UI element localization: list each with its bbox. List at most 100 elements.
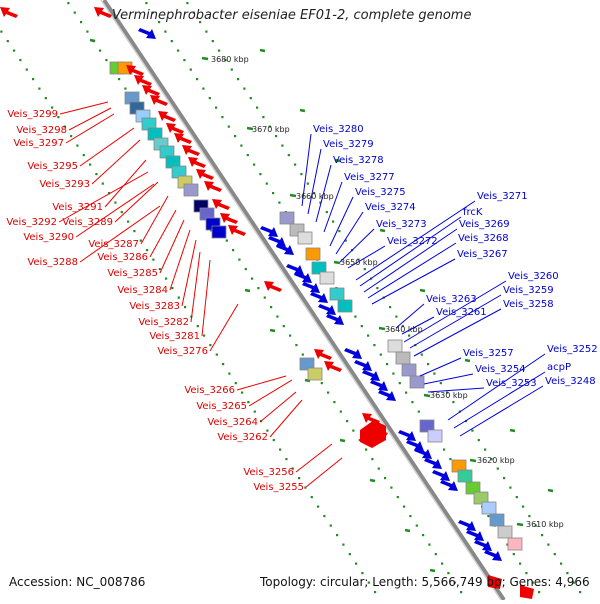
gene-label-right[interactable]: Veis_3279 (323, 139, 374, 150)
gene-label-right[interactable]: Veis_3275 (355, 187, 406, 198)
gene-label-right[interactable]: Veis_3267 (457, 249, 508, 260)
track-dot (405, 391, 408, 394)
gene-label-right[interactable]: Veis_3277 (344, 172, 395, 183)
gene-label-left[interactable]: Veis_3266 (184, 385, 235, 396)
scale-tick (464, 358, 471, 363)
gene-label-left[interactable]: Veis_3265 (196, 401, 247, 412)
leader-line (423, 373, 474, 385)
track-dot (265, 182, 268, 185)
scale-tick (516, 522, 524, 527)
feature-tile (473, 491, 489, 505)
reverse-gene-arrow (142, 85, 160, 96)
track-dot (310, 496, 313, 499)
gene-label-right[interactable]: Veis_3252 (547, 344, 598, 355)
track-dot (287, 154, 290, 157)
track-dot (158, 268, 161, 271)
feature-tile (395, 351, 411, 365)
track-dot (503, 477, 506, 480)
scale-label: 3630 kbp (430, 391, 468, 400)
gene-label-left[interactable]: Veis_3281 (149, 331, 200, 342)
reverse-gene-arrow (196, 169, 214, 180)
track-dot (127, 220, 130, 223)
track-dot (367, 334, 370, 337)
track-dot (253, 410, 256, 413)
gene-label-left[interactable]: Veis_3256 (243, 467, 294, 478)
gene-label-right[interactable]: Veis_3280 (313, 124, 364, 135)
gene-label-right[interactable]: Veis_3261 (436, 307, 487, 318)
gene-label-right[interactable]: Veis_3271 (477, 191, 528, 202)
scale-tick (369, 478, 376, 483)
gene-label-left[interactable]: Veis_3284 (117, 285, 168, 296)
track-dot (361, 572, 364, 575)
gene-label-left[interactable]: Veis_3282 (138, 317, 189, 328)
gene-label-left[interactable]: Veis_3299 (7, 109, 58, 120)
track-dot (294, 163, 297, 166)
scale-tick (304, 378, 311, 383)
forward-gene-arrow (268, 236, 286, 247)
track-dot (257, 287, 260, 290)
gene-label-left[interactable]: Veis_3285 (107, 268, 158, 279)
gene-label-left[interactable]: Veis_3287 (88, 239, 139, 250)
gene-label-left[interactable]: Veis_3297 (13, 138, 64, 149)
gene-label-right[interactable]: Veis_3268 (458, 233, 509, 244)
gene-label-left[interactable]: Veis_3286 (97, 252, 148, 263)
gene-label-left[interactable]: Veis_3288 (27, 257, 78, 268)
track-dot (323, 515, 326, 518)
gene-label-right[interactable]: Veis_3274 (365, 202, 416, 213)
leader-line (68, 107, 112, 131)
gene-label-left[interactable]: Veis_3262 (217, 432, 268, 443)
track-dot (234, 135, 237, 138)
gene-label-left[interactable]: Veis_3264 (207, 417, 258, 428)
track-dot (221, 116, 224, 119)
gene-label-right[interactable]: Veis_3253 (486, 378, 537, 389)
gene-label-right[interactable]: acpP (547, 362, 571, 373)
gene-label-left[interactable]: Veis_3295 (27, 161, 78, 172)
track-dot (262, 116, 265, 119)
gene-label-left[interactable]: Veis_3289 (62, 217, 113, 228)
gene-label-right[interactable]: Veis_3272 (387, 236, 438, 247)
gene-label-right[interactable]: Veis_3269 (459, 219, 510, 230)
leader-line (169, 229, 191, 291)
gene-label-right[interactable]: Veis_3248 (545, 376, 596, 387)
feature-tile (307, 367, 323, 381)
gene-label-left[interactable]: Veis_3298 (16, 125, 67, 136)
feature-tile (211, 225, 227, 239)
track-dot (205, 30, 208, 33)
gene-label-right[interactable]: Veis_3278 (333, 155, 384, 166)
scale-label: 3680 kbp (211, 55, 249, 64)
accession-text: Accession: NC_008786 (9, 575, 146, 589)
leader-line (91, 139, 141, 185)
gene-label-right[interactable]: frcK (463, 207, 483, 218)
forward-gene-arrow (424, 458, 442, 469)
gene-label-right[interactable]: Veis_3260 (508, 271, 559, 282)
gene-label-right[interactable]: Veis_3273 (376, 219, 427, 230)
gene-label-right[interactable]: Veis_3259 (503, 285, 554, 296)
track-dot (139, 239, 142, 242)
gene-label-left[interactable]: Veis_3290 (23, 232, 74, 243)
track-dot (209, 344, 212, 347)
track-dot (360, 325, 363, 328)
track-dot (0, 30, 3, 33)
gene-label-left[interactable]: Veis_3276 (157, 346, 208, 357)
track-dot (434, 553, 437, 556)
gene-label-left[interactable]: Veis_3293 (39, 179, 90, 190)
scale-label: 3660 kbp (296, 192, 334, 201)
gene-label-right[interactable]: Veis_3263 (426, 294, 477, 305)
gene-label-left[interactable]: Veis_3255 (253, 482, 304, 493)
scale-tick (269, 328, 276, 333)
scale-label: 3620 kbp (477, 456, 515, 465)
track-dot (415, 524, 418, 527)
gene-label-left[interactable]: Veis_3292 (6, 217, 57, 228)
gene-label-right[interactable]: Veis_3258 (503, 299, 554, 310)
scale-tick (299, 108, 306, 113)
track-dot (218, 49, 221, 52)
gene-label-left[interactable]: Veis_3283 (129, 301, 180, 312)
track-dot (355, 562, 358, 565)
track-dot (363, 268, 366, 271)
track-dot (477, 439, 480, 442)
leader-line (315, 164, 332, 223)
gene-label-right[interactable]: Veis_3257 (463, 348, 514, 359)
leader-line (329, 196, 354, 247)
gene-label-left[interactable]: Veis_3291 (52, 202, 103, 213)
gene-label-right[interactable]: Veis_3254 (475, 364, 526, 375)
